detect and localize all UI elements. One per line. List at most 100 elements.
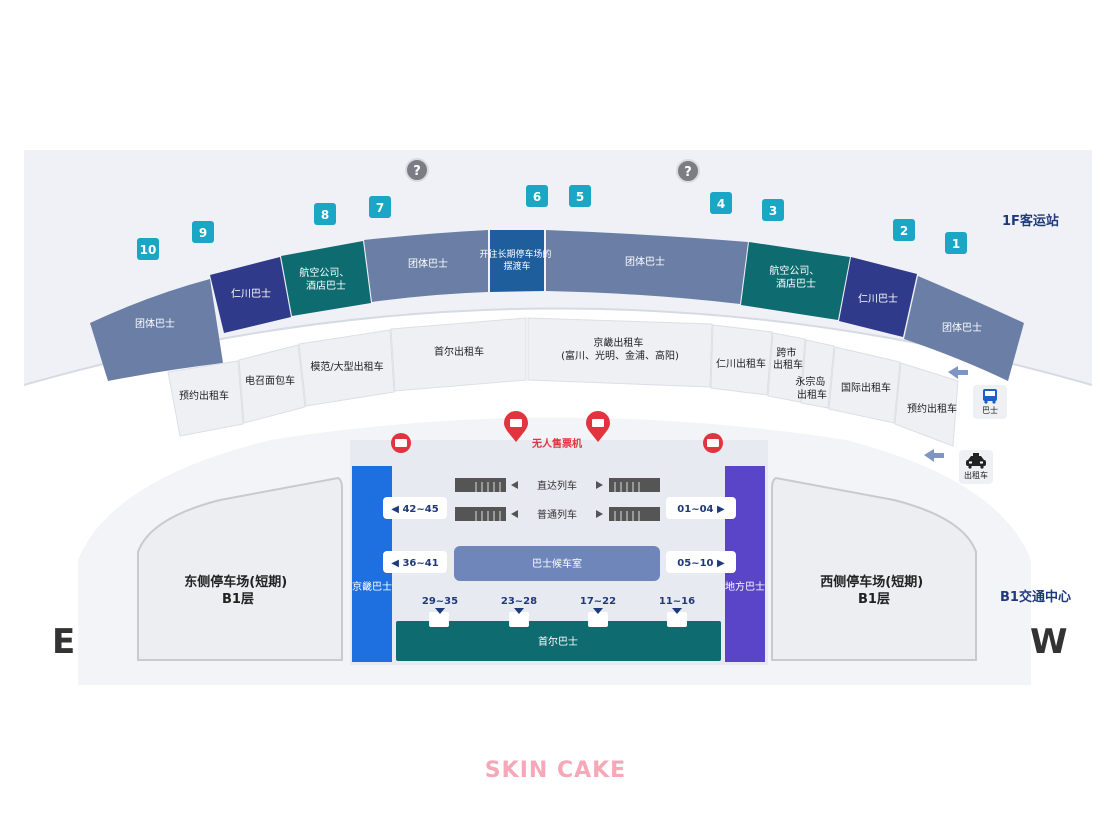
gate-badges: 10 9 8 7 6 5 4 3 2 1 xyxy=(137,185,967,260)
bus-bay-range: 29~35 xyxy=(422,596,458,607)
gate-number: 9 xyxy=(199,226,207,240)
direction-boxes xyxy=(383,497,736,573)
zone-label: 电召面包车 xyxy=(245,374,295,387)
gate-badge[interactable]: 2 xyxy=(893,219,915,241)
down-arrow-icon xyxy=(672,608,682,614)
bus-bay-range: 17~22 xyxy=(580,596,616,607)
floor-label-b1: B1交通中心 xyxy=(1000,590,1071,605)
upper-zones xyxy=(90,230,1024,381)
info-icon[interactable]: ? xyxy=(676,159,700,183)
bus-bay-range: 23~28 xyxy=(501,596,537,607)
gate-number: 4 xyxy=(717,197,725,211)
bay-direction-right[interactable]: 01~04 ▶ xyxy=(677,504,725,515)
zone-intl-taxi xyxy=(828,346,901,424)
zone-group-bus-3 xyxy=(546,230,748,304)
gate-number: 6 xyxy=(533,190,541,204)
zone-label-line: 酒店巴士 xyxy=(306,279,346,292)
ticket-machine-label: 无人售票机 xyxy=(531,437,582,450)
taxi-legend: 出租车 xyxy=(959,450,993,484)
zone-label: 团体巴士 xyxy=(942,321,982,334)
gate-badge[interactable]: 3 xyxy=(762,199,784,221)
gate-badge[interactable]: 4 xyxy=(710,192,732,214)
gate-badge[interactable]: 1 xyxy=(945,232,967,254)
zone-label: 团体巴士 xyxy=(625,255,665,268)
parking-east xyxy=(137,476,343,661)
gate-badge[interactable]: 5 xyxy=(569,185,591,207)
zone-label-line: 跨市 xyxy=(776,346,796,359)
zone-airline-hotel-1 xyxy=(281,241,371,316)
down-arrow-icon xyxy=(514,608,524,614)
arrow-left-icon xyxy=(924,449,944,462)
direction-west: W xyxy=(1030,622,1068,662)
seoul-bus-platform[interactable] xyxy=(396,621,721,661)
zone-longterm-shuttle xyxy=(490,230,544,292)
zone-airline-hotel-2 xyxy=(741,242,850,320)
zone-label-line: 开往长期停车场的 xyxy=(480,248,552,260)
zone-label-line: 航空公司、 xyxy=(299,266,349,279)
zone-label: 航空公司、 酒店巴士 xyxy=(769,264,822,290)
gyeonggi-bus-label: 京畿巴士 xyxy=(352,580,392,593)
zone-intercity-taxi xyxy=(767,332,806,403)
parking-west xyxy=(771,476,977,661)
bay-direction-right[interactable]: 05~10 ▶ xyxy=(677,558,725,569)
zone-group-bus-1 xyxy=(90,279,223,381)
ticket-machine-pins xyxy=(391,411,723,453)
taxi-legend-label: 出租车 xyxy=(964,471,988,480)
zone-incheon-taxi xyxy=(710,324,773,396)
gate-number: 7 xyxy=(376,201,384,215)
zone-label: 仁川出租车 xyxy=(716,357,766,370)
down-arrow-icon xyxy=(435,608,445,614)
bus-bay-range: 11~16 xyxy=(659,596,695,607)
express-train-label: 直达列车 xyxy=(537,479,577,492)
bus-legend: 巴士 xyxy=(973,385,1007,419)
zone-label: 仁川巴士 xyxy=(231,287,271,300)
bus-waiting-room[interactable] xyxy=(454,546,660,581)
zone-label-line: (富川、光明、金浦、高阳) xyxy=(561,349,679,362)
zone-label-line: 永宗岛 xyxy=(795,375,825,388)
ticket-machine-icon[interactable] xyxy=(703,433,723,453)
ticket-machine-icon[interactable] xyxy=(391,433,411,453)
zone-label: 模范/大型出租车 xyxy=(310,360,383,373)
gate-badge[interactable]: 6 xyxy=(526,185,548,207)
bus-icon xyxy=(983,389,997,404)
parking-east-label: 东侧停车场(短期) B1层 xyxy=(184,574,291,607)
bay-direction-left[interactable]: ◀ 42~45 xyxy=(391,504,438,515)
zone-label-line: 出租车 xyxy=(797,388,827,401)
ticket-machine-icon[interactable] xyxy=(586,411,610,442)
zone-model-taxi xyxy=(298,329,395,407)
zone-label: 首尔出租车 xyxy=(434,345,484,358)
zone-label: 国际出租车 xyxy=(841,381,891,394)
zone-label-line: 摆渡车 xyxy=(503,260,530,272)
gate-number: 2 xyxy=(900,224,908,238)
lower-zones xyxy=(167,317,959,447)
gate-badge[interactable]: 7 xyxy=(369,196,391,218)
train-stairs xyxy=(455,478,660,521)
parking-label-line: B1层 xyxy=(858,592,890,607)
info-icon-glyph: ? xyxy=(413,164,421,179)
parking-label-line: 西侧停车场(短期) xyxy=(820,574,923,590)
gate-badge[interactable]: 8 xyxy=(314,203,336,225)
zone-label: 仁川巴士 xyxy=(858,292,898,305)
direction-east: E xyxy=(52,622,76,662)
zone-label-line: 酒店巴士 xyxy=(776,277,816,290)
info-icon[interactable]: ? xyxy=(405,158,429,182)
zone-label-line: 出租车 xyxy=(773,358,803,371)
ticket-machine-icon[interactable] xyxy=(504,411,528,442)
parking-label-line: B1层 xyxy=(222,592,254,607)
zone-gyeonggi-taxi xyxy=(527,317,713,388)
gate-number: 8 xyxy=(321,208,329,222)
zone-incheon-bus-2 xyxy=(839,257,917,337)
parking-west-label: 西侧停车场(短期) B1层 xyxy=(820,574,927,607)
zone-group-bus-4 xyxy=(904,276,1024,381)
gate-number: 5 xyxy=(576,190,584,204)
bay-direction-left[interactable]: ◀ 36~41 xyxy=(391,558,438,569)
zone-label: 航空公司、 酒店巴士 xyxy=(299,266,352,292)
waiting-room-label: 巴士候车室 xyxy=(532,557,582,570)
taxi-icon xyxy=(966,453,986,469)
gate-badge[interactable]: 10 xyxy=(137,238,159,260)
bus-legend-label: 巴士 xyxy=(982,406,998,415)
watermark-logo: SKIN CAKE xyxy=(484,758,627,783)
gate-badge[interactable]: 9 xyxy=(192,221,214,243)
